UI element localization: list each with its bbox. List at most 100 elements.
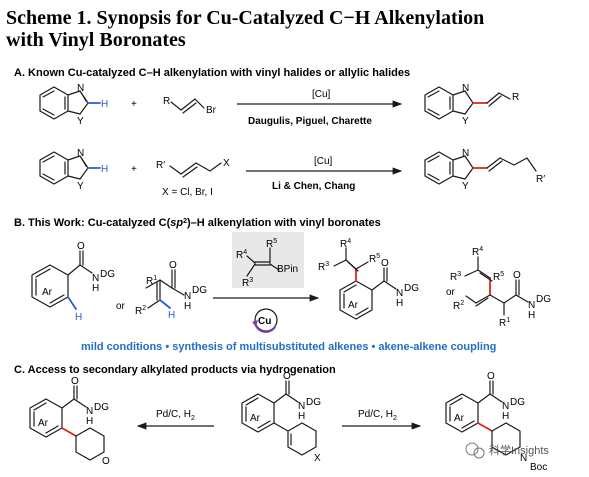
catalyst-label-a1: [Cu] <box>312 89 331 100</box>
atom-h: H <box>86 416 93 427</box>
vinyl-bromide: R Br <box>163 96 217 116</box>
atom-r3: R3 <box>318 261 329 273</box>
benzamide-substrate: O N H DG Ar H <box>31 241 115 323</box>
atom-o: O <box>102 456 110 467</box>
piperidine-product: O N H DG Ar N Boc <box>445 371 547 473</box>
atom-n: N <box>86 406 93 417</box>
atom-n: N <box>77 148 84 159</box>
atom-n: N <box>92 273 99 284</box>
refs-a2: Li & Chen, Chang <box>272 181 355 192</box>
directing-group: DG <box>192 285 207 296</box>
atom-r3: R3 <box>450 271 461 283</box>
atom-n: N <box>528 300 535 311</box>
acrylamide-substrate: R1 O N H DG R2 H <box>135 260 207 321</box>
directing-group: DG <box>510 397 525 408</box>
allyl-product: N Y R′ <box>424 148 545 192</box>
benzazole-reactant-2: N Y H <box>39 148 108 192</box>
atom-y: Y <box>77 116 84 127</box>
atom-r1: R1 <box>499 317 510 329</box>
directing-group: DG <box>100 269 115 280</box>
atom-n: N <box>462 83 469 94</box>
atom-r5: R5 <box>493 271 504 283</box>
atom-r4: R4 <box>340 238 351 250</box>
condition-left: Pd/C, H2 <box>156 409 195 422</box>
atom-r4: R4 <box>236 249 247 261</box>
atom-r2: R2 <box>453 300 464 312</box>
plus-sign: + <box>131 164 137 175</box>
atom-n: N <box>396 288 403 299</box>
atom-r5: R5 <box>369 253 380 265</box>
atom-o: O <box>77 241 85 252</box>
atom-h: H <box>502 411 509 422</box>
atom-h: H <box>92 283 99 294</box>
diene-product: R4 R3 R5 O N H DG R2 R1 <box>450 246 551 329</box>
atom-n: N <box>502 401 509 412</box>
atom-n: N <box>298 401 305 412</box>
section-a-heading: A. Known Cu-catalyzed C–H alkenylation w… <box>14 67 410 79</box>
condition-right: Pd/C, H2 <box>358 409 397 422</box>
atom-r4: R4 <box>472 246 483 258</box>
refs-a1: Daugulis, Piguel, Charette <box>248 116 372 127</box>
scheme-title-line1: Scheme 1. Synopsis for Cu-Catalyzed C−H … <box>6 7 484 29</box>
directing-group: DG <box>94 402 109 413</box>
atom-o: O <box>381 258 389 269</box>
benzazole-reactant-1: N Y H <box>39 83 108 127</box>
atom-h: H <box>298 411 305 422</box>
atom-o: O <box>71 376 79 387</box>
atom-n: N <box>184 291 191 302</box>
atom-r2: R2 <box>135 305 146 317</box>
atom-h: H <box>75 312 82 323</box>
atom-o: O <box>169 260 177 271</box>
section-b-heading: B. This Work: Cu-catalyzed C(sp2)–H alke… <box>14 217 381 229</box>
vinyl-boronate-box <box>232 232 304 288</box>
bpin-label: BPin <box>277 264 298 275</box>
atom-n: N <box>462 148 469 159</box>
atom-o: O <box>487 371 495 382</box>
plus-sign: + <box>131 99 137 110</box>
atom-n: N <box>77 83 84 94</box>
atom-r1: R1 <box>146 275 157 287</box>
section-c-heading: C. Access to secondary alkylated product… <box>14 364 336 376</box>
atom-r: R <box>163 96 170 107</box>
catalyst-label-a2: [Cu] <box>314 156 333 167</box>
watermark: 科学Insights <box>465 442 549 459</box>
atom-h: H <box>528 310 535 321</box>
atom-h: H <box>101 164 108 175</box>
cu-label: Cu <box>258 316 271 327</box>
atom-r-prime: R′ <box>536 174 545 185</box>
atom-o: O <box>283 371 291 382</box>
copper-catalyst-badge: Cu <box>252 308 278 333</box>
atom-r: R <box>512 92 519 103</box>
watermark-text: 科学Insights <box>489 443 549 457</box>
aryl-label: Ar <box>250 413 261 424</box>
atom-h: H <box>396 298 403 309</box>
atom-n: N <box>520 453 527 464</box>
aryl-label: Ar <box>38 418 49 429</box>
atom-r5: R5 <box>266 238 277 250</box>
atom-y: Y <box>462 116 469 127</box>
aryl-label: Ar <box>348 300 359 311</box>
allyl-halide: R′ X <box>156 158 230 178</box>
aryl-label: Ar <box>454 413 465 424</box>
tetrahydropyran-product: O N H DG Ar O <box>29 376 110 467</box>
or-right: or <box>446 287 456 298</box>
or-left: or <box>116 301 126 312</box>
atom-y: Y <box>462 181 469 192</box>
scheme-title-line2: with Vinyl Boronates <box>6 29 186 51</box>
atom-x: X <box>314 453 321 464</box>
vinyl-boronate: R4 R5 R3 BPin <box>236 238 298 289</box>
atom-o: O <box>513 270 521 281</box>
boc-group: Boc <box>530 462 547 473</box>
atom-h: H <box>184 301 191 312</box>
atom-h: H <box>168 310 175 321</box>
alkenyl-product-1: N Y R <box>424 83 519 127</box>
atom-x: X <box>223 158 230 169</box>
dihydro-substrate: O N H DG Ar X <box>241 371 321 464</box>
directing-group: DG <box>306 397 321 408</box>
atom-r-prime: R′ <box>156 160 165 171</box>
atom-h: H <box>101 99 108 110</box>
aryl-alkene-product: O N H DG Ar R4 R5 R3 <box>318 238 419 320</box>
atom-y: Y <box>77 181 84 192</box>
features-line: mild conditions • synthesis of multisubs… <box>81 341 496 353</box>
